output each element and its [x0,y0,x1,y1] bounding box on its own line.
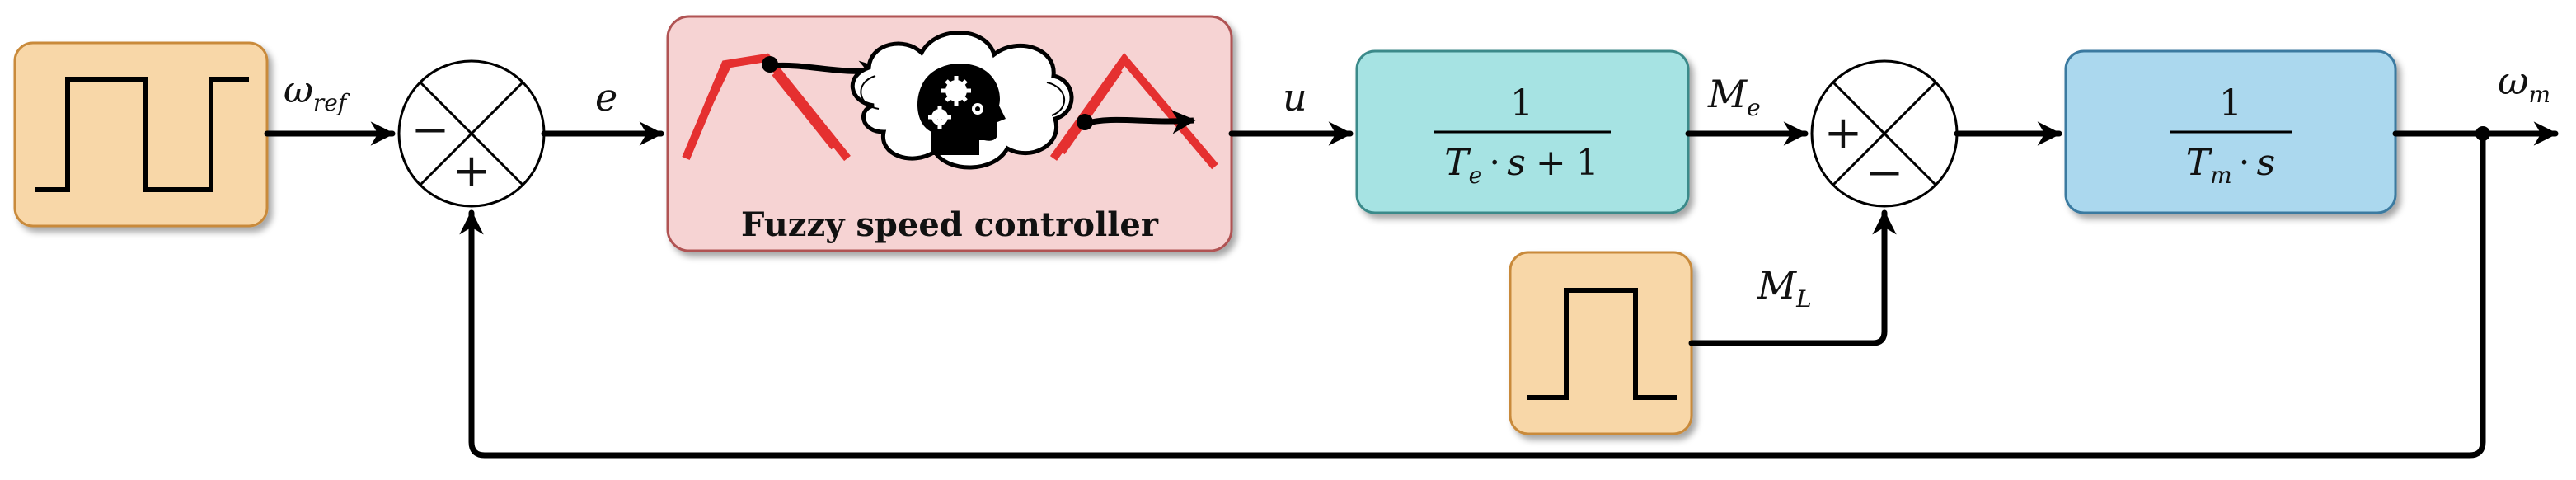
wire-feedback [459,130,2486,459]
reference-source-block [13,41,269,228]
summing-junction-2: + − [1810,59,1959,208]
signal-label-control: u [1283,75,1307,120]
electrical-denominator: Te·s+1 [1444,142,1598,189]
mechanical-numerator: 1 [2219,82,2242,125]
electrical-numerator: 1 [1510,82,1533,125]
signal-label-omega-m: ωm [2498,59,2550,108]
electrical-transfer-function-block: 1 Te·s+1 [1355,49,1690,214]
junction-1-bottom-sign: + [453,144,491,198]
membership-function-icon [1049,52,1218,170]
pulse-icon [1527,288,1677,400]
wire-load-torque [1688,209,1897,346]
fuzzy-controller-block: Fuzzy speed controller [666,15,1233,252]
signal-label-electric-torque: Me [1707,72,1761,121]
junction-1-top-sign: − [411,103,450,157]
junction-2-bottom-sign: − [1865,146,1904,200]
mechanical-denominator: Tm·s [2186,142,2276,189]
brain-gears-cloud-icon [851,31,1074,170]
junction-2-top-sign: + [1824,106,1863,160]
membership-function-icon [682,53,884,162]
signal-label-load-torque: ML [1757,263,1812,313]
summing-junction-1: − + [397,59,546,208]
mechanical-transfer-function-block: 1 Tm·s [2064,49,2397,214]
signal-label-omega-ref: ωref [284,69,350,116]
branch-point [2475,126,2490,141]
load-torque-source-block [1509,251,1693,435]
fuzzy-controller-label: Fuzzy speed controller [741,205,1159,244]
square-wave-icon [35,77,249,192]
signal-label-error: e [595,75,617,120]
